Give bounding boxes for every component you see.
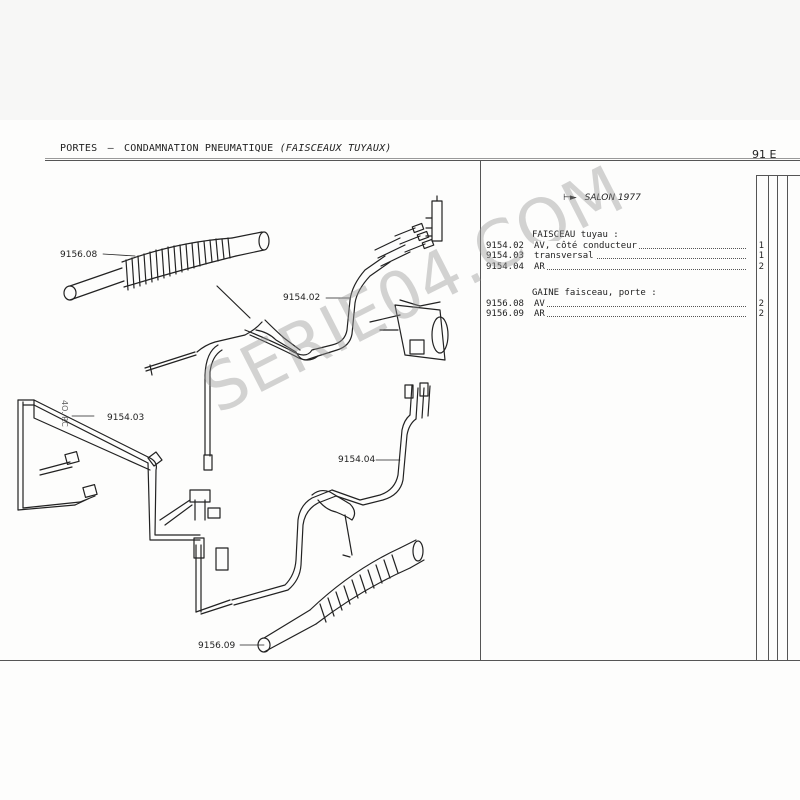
callout-9154-04: 9154.04	[338, 455, 375, 465]
part-qty: 2	[758, 298, 764, 309]
part-row: 9154.04 AR 2	[486, 261, 768, 272]
part-qty: 1	[758, 251, 764, 261]
part-qty: 2	[758, 261, 764, 272]
header-separator: –	[107, 143, 114, 154]
qty-column-line-1	[756, 175, 757, 660]
qty-column-line-2	[768, 175, 769, 660]
leader-dots	[546, 305, 746, 307]
part-desc: AR	[534, 309, 547, 320]
leader-dots	[546, 258, 746, 259]
callout-9154-02: 9154.02	[283, 293, 320, 303]
door-lock-actuator	[369, 299, 449, 361]
qty-column-line-4	[787, 175, 788, 660]
hose-harness-diagram: 9156.08 9154.02 9154.03 9154.04 9156.09 …	[17, 195, 449, 653]
group-title-row: FAISCEAU tuyau :	[486, 230, 768, 241]
callout-9154-03: 9154.03	[107, 413, 144, 423]
group-title: FAISCEAU tuyau :	[532, 230, 619, 240]
salon-label: SALON 1977	[584, 193, 641, 203]
part-row: 9156.09 AR 2	[486, 309, 768, 320]
part-ref: 9154.03	[486, 251, 524, 261]
group-title-row: GAINE faisceau, porte :	[486, 288, 768, 299]
part-row: 9156.08 AV 2	[486, 298, 768, 309]
leader-dots	[546, 316, 746, 317]
parts-list: FAISCEAU tuyau : 9154.02 AV, côté conduc…	[486, 230, 768, 320]
header-subtitle: (FAISCEAUX TUYAUX)	[279, 143, 392, 154]
section-title: PORTES	[60, 143, 98, 154]
page-number: 91 E	[752, 148, 777, 161]
part-ref: 9156.09	[486, 309, 524, 319]
spacer-row	[486, 272, 768, 288]
harness-9154-03	[17, 399, 221, 541]
part-desc: AR	[534, 261, 547, 272]
callout-leaders	[71, 253, 401, 646]
leader-dots	[546, 268, 746, 270]
callout-9156-08: 9156.08	[60, 250, 97, 260]
page-header: PORTES – CONDAMNATION PNEUMATIQUE (FAISC…	[60, 143, 392, 154]
part-qty: 2	[758, 309, 764, 319]
part-row: 9154.02 AV, côté conducteur 1	[486, 240, 768, 251]
sleeve-9156-08	[63, 231, 270, 301]
column-divider	[480, 160, 481, 660]
page-top-margin	[0, 0, 800, 120]
harness-9154-02	[144, 222, 435, 471]
leader-dots	[546, 247, 746, 249]
qty-column-line-3	[777, 175, 778, 660]
part-qty: 1	[758, 240, 764, 251]
footer-rule	[0, 660, 800, 661]
harness-9154-04	[193, 382, 431, 615]
header-rule	[45, 160, 800, 161]
part-desc: transversal	[534, 251, 596, 262]
salon-marker: ⊢► SALON 1977	[563, 193, 641, 203]
header-rule-thin	[45, 158, 800, 159]
part-desc: AV	[534, 298, 547, 309]
part-ref: 9154.04	[486, 261, 524, 272]
group-title: GAINE faisceau, porte :	[532, 288, 657, 298]
connector-t-piece	[425, 195, 443, 242]
part-desc: AV, côté conducteur	[534, 240, 639, 251]
part-ref: 9154.02	[486, 240, 524, 251]
range-arrow-icon: ⊢►	[563, 193, 577, 203]
callout-9156-09: 9156.09	[198, 641, 235, 651]
qty-column-top	[756, 175, 800, 176]
sleeve-9156-09	[257, 539, 425, 653]
margin-note: 4O. RC	[60, 400, 69, 427]
part-row: 9154.03 transversal 1	[486, 251, 768, 262]
header-title: CONDAMNATION PNEUMATIQUE	[124, 143, 274, 154]
part-ref: 9156.08	[486, 298, 524, 309]
